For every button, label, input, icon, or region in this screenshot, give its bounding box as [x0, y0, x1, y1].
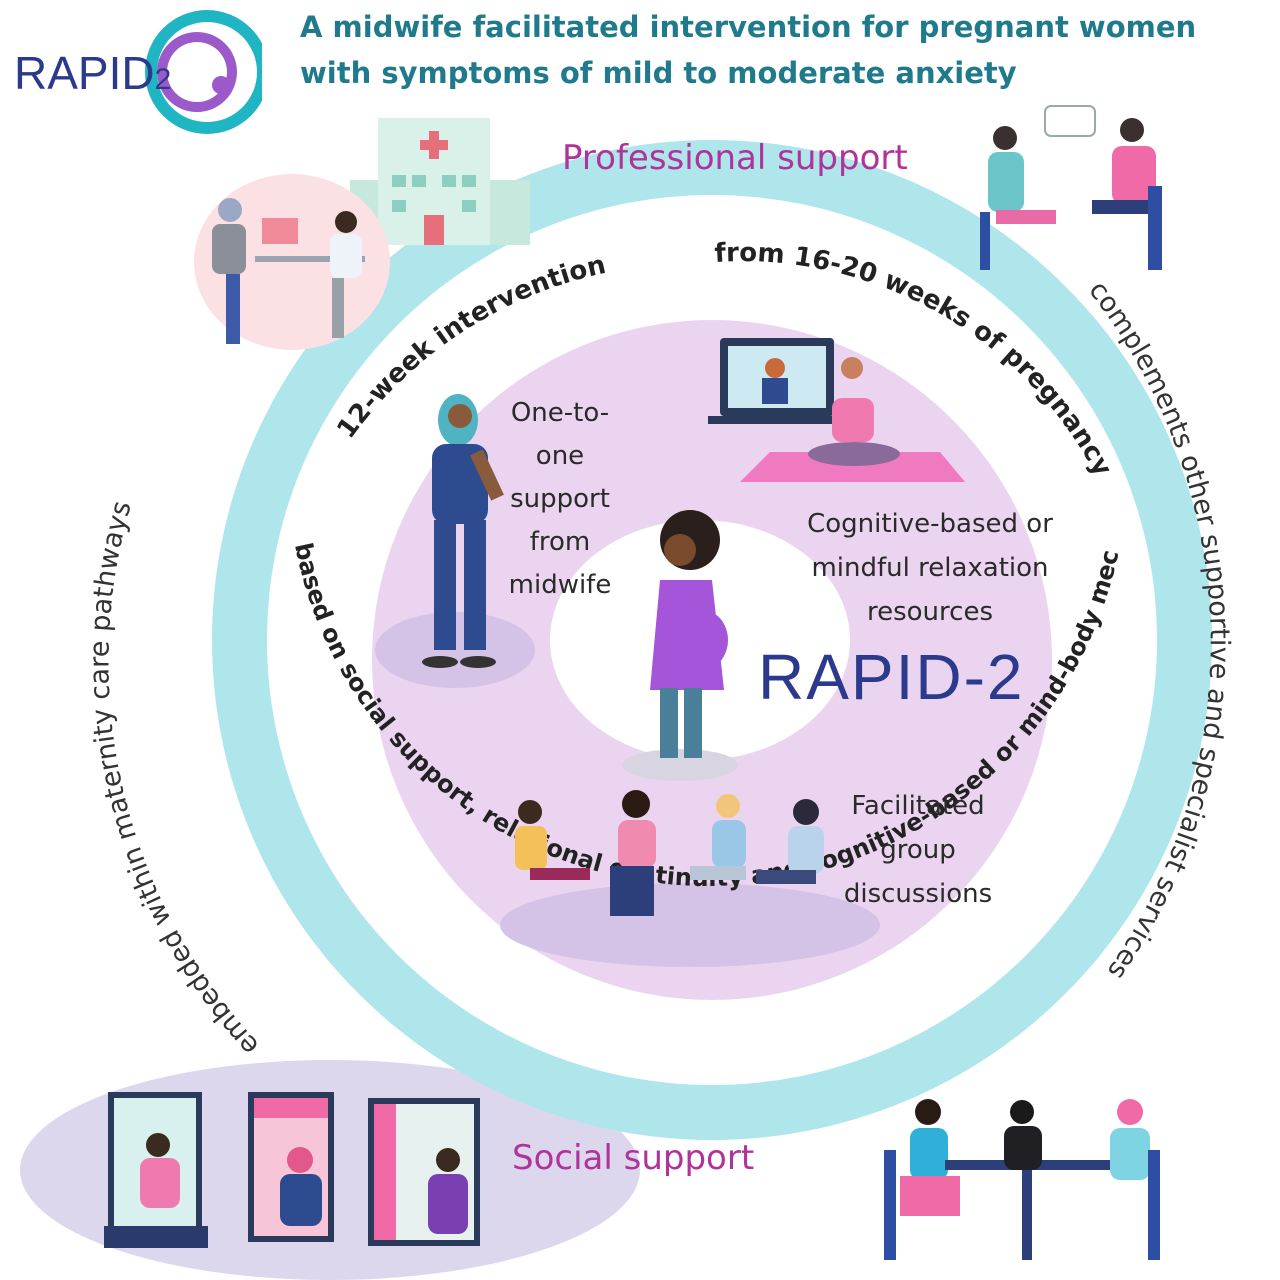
header-title: A midwife facilitated intervention for p… [300, 4, 1260, 96]
pregnant-woman-icon [650, 510, 728, 758]
relaxation-line: resources [866, 597, 993, 627]
midwife-figure-icon [422, 394, 504, 668]
one-to-one-line: midwife [508, 570, 612, 600]
header-line-2: with symptoms of mild to moderate anxiet… [300, 56, 1017, 90]
online-relaxation-icon [708, 338, 965, 482]
one-to-one-line: support [510, 484, 610, 514]
one-to-one-line: One-to- [510, 398, 610, 428]
relaxation-label: Cognitive-based or mindful relaxation re… [760, 502, 1100, 634]
logo-rings [145, 10, 262, 134]
relaxation-line: mindful relaxation [811, 553, 1049, 583]
windows-social-icon [104, 1092, 480, 1248]
professional-support-label: Professional support [562, 138, 908, 178]
header-line-1: A midwife facilitated intervention for p… [300, 10, 1197, 44]
hospital-icon [350, 118, 530, 245]
one-to-one-line: from [529, 527, 591, 557]
group-discussion-icon [515, 790, 824, 916]
clinic-consultation-icon [194, 174, 390, 350]
professional-conversation-icon [980, 105, 1162, 270]
cafe-friends-icon [884, 1099, 1160, 1260]
one-to-one-label: One-to- one support from midwife [490, 392, 630, 607]
group-shadow [500, 883, 880, 967]
one-to-one-line: one [535, 441, 585, 471]
rapid2-center-title: RAPID-2 [758, 641, 1025, 713]
social-support-label: Social support [512, 1138, 755, 1178]
group-line: Facilitated [851, 791, 985, 821]
logo-word: RAPID [14, 47, 155, 99]
logo-text: RAPID2 [14, 46, 171, 100]
group-line: group [880, 835, 956, 865]
woman-shadow [622, 749, 738, 781]
group-label: Facilitated group discussions [828, 784, 1008, 916]
rapid2-logo: RAPID2 [12, 6, 262, 136]
relaxation-line: Cognitive-based or [807, 509, 1053, 539]
logo-digit: 2 [154, 63, 172, 96]
group-line: discussions [843, 879, 993, 909]
